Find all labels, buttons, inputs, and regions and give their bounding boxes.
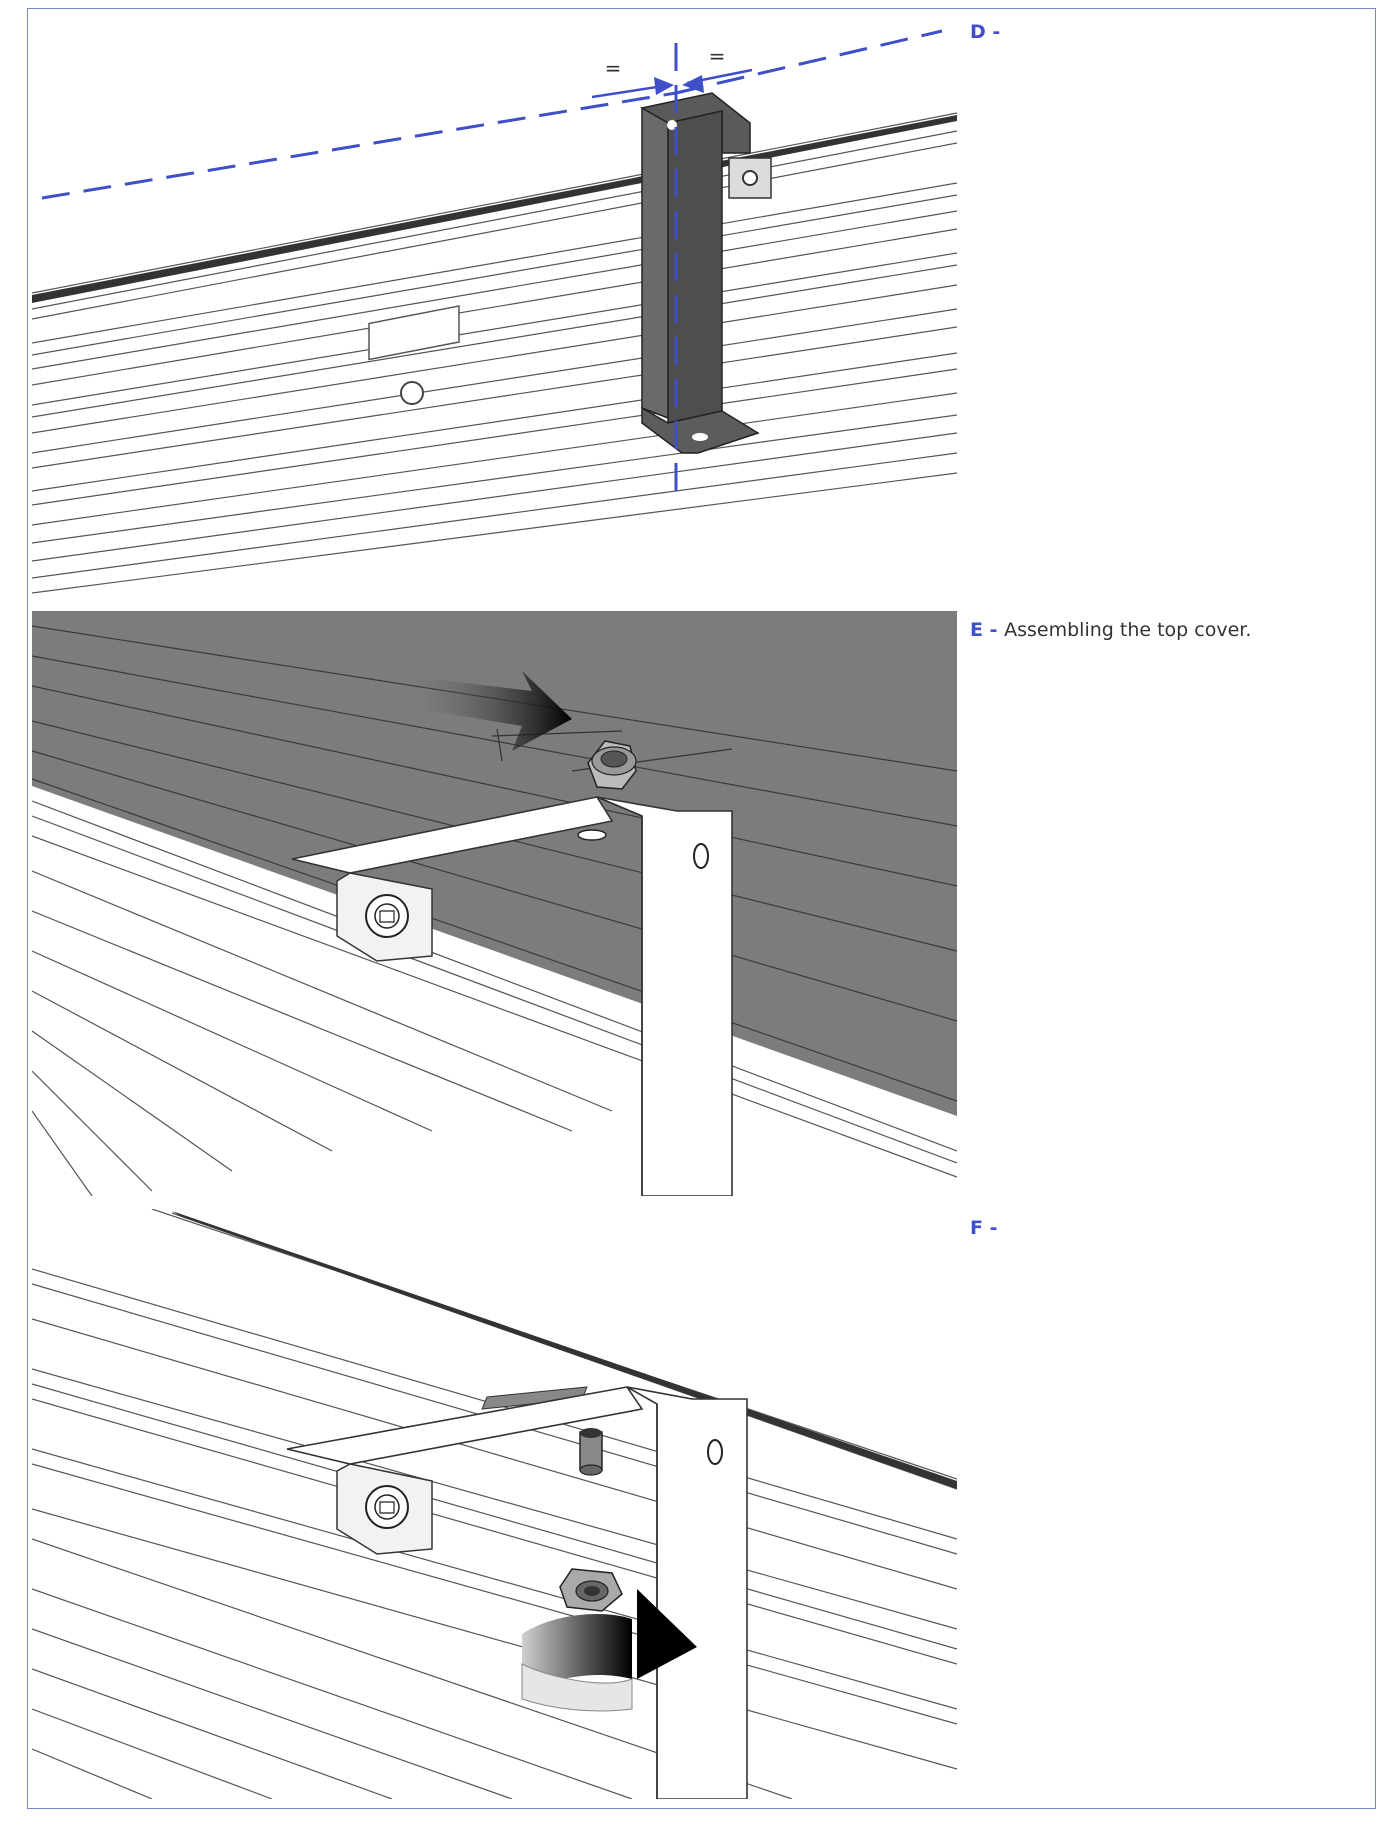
step-f-caption: F - (970, 1217, 998, 1239)
step-e-caption: E - Assembling the top cover. (970, 619, 1251, 641)
step-f-figure (32, 1209, 957, 1799)
step-f-separator: - (982, 1217, 998, 1239)
bracket (291, 796, 733, 1196)
step-e-text: Assembling the top cover. (1004, 619, 1252, 641)
slot-nut (368, 305, 460, 405)
step-d-illustration: = = (32, 29, 957, 594)
equal-mark-right: = (709, 44, 726, 68)
step-d-separator: - (985, 21, 1001, 43)
hex-bolt (587, 740, 637, 790)
step-e-separator: - (982, 619, 1005, 641)
step-e-figure (32, 611, 957, 1196)
step-d-letter: D (970, 21, 986, 43)
step-f-letter: F (970, 1217, 983, 1239)
step-d-row: = = D - (27, 8, 1376, 609)
step-e-letter: E (970, 619, 983, 641)
instruction-page: = = D - (27, 8, 1376, 1809)
hex-nut (559, 1568, 623, 1612)
rail-top-edge (32, 115, 957, 303)
step-d-caption: D - (970, 21, 1000, 43)
rotate-arrow (521, 1589, 697, 1712)
step-e-illustration (32, 611, 957, 1196)
bracket (286, 1386, 748, 1799)
bracket (639, 92, 772, 454)
alignment-guide (41, 29, 943, 498)
equal-mark-left: = (605, 56, 622, 80)
push-arrow (402, 671, 572, 751)
rail-top-edge (172, 1211, 957, 1489)
rivet-pin (579, 1428, 603, 1476)
dimension-arrows (591, 68, 753, 99)
step-f-illustration (32, 1209, 957, 1799)
step-f-row: F - (27, 1205, 1376, 1809)
step-d-figure: = = (32, 13, 957, 603)
step-e-row: E - Assembling the top cover. (27, 607, 1376, 1206)
